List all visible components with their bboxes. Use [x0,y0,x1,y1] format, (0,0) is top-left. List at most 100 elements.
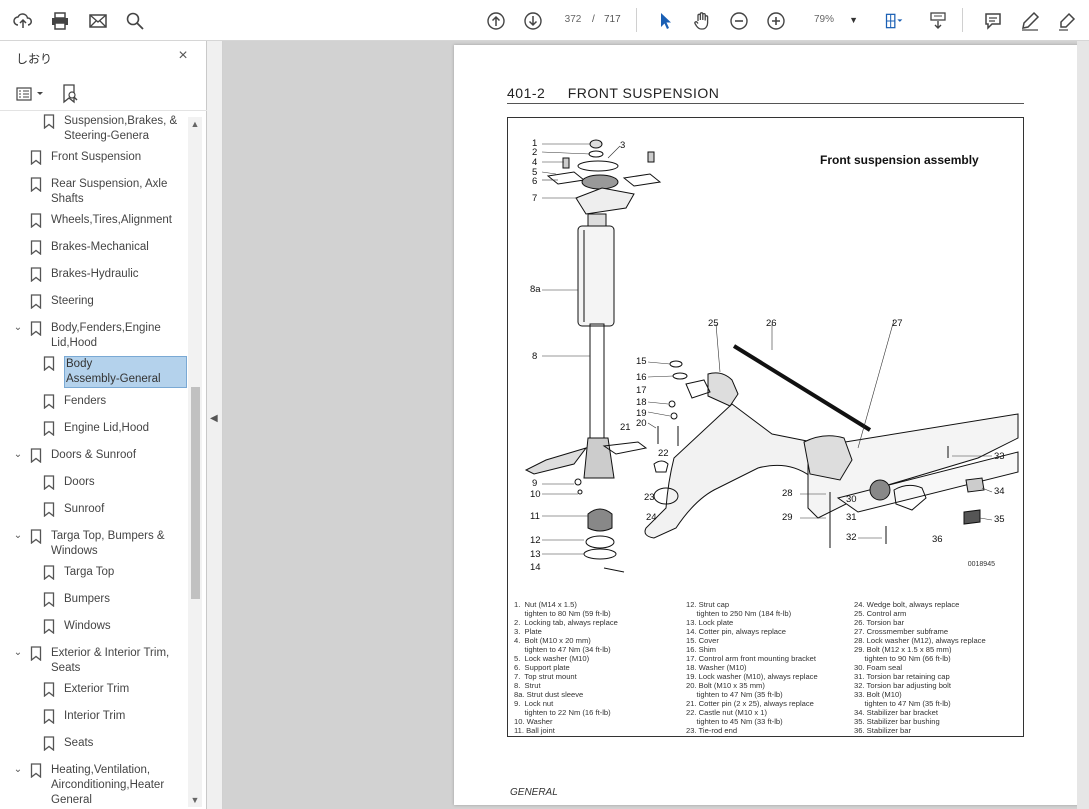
legend-item: 36. Stabilizer bar [854,726,911,735]
legend-item: 9. Lock nut [514,699,554,708]
bookmark-options-button[interactable] [16,83,46,105]
bookmark-label[interactable]: Fenders [64,395,107,407]
bookmark-label[interactable]: Brakes-Hydraulic [51,268,139,280]
callout-label: 23 [644,492,655,503]
print-icon[interactable] [47,8,73,34]
legend-item: 15. Cover [686,636,719,645]
chevron-down-icon[interactable]: ⌄ [13,530,23,541]
callout-label: 12 [530,535,541,546]
suspension-diagram [524,139,1019,573]
bookmark-label[interactable]: Body Assembly-General [64,356,187,388]
bookmark-label[interactable]: Doors [64,476,95,488]
scroll-mode-icon[interactable] [925,8,951,34]
bookmark-label[interactable]: Seats [64,737,94,749]
bookmark-label[interactable]: Wheels,Tires,Alignment [51,214,173,226]
panel-splitter[interactable]: ◀ [207,41,223,809]
bookmark-label[interactable]: Steering [51,295,94,307]
bookmark-label[interactable]: Heating,Ventilation, Airconditioning,Hea… [51,764,165,803]
chevron-down-icon[interactable]: ⌄ [13,647,23,658]
document-scrollbar[interactable] [1077,41,1089,809]
bookmark-label[interactable]: Targa Top [64,566,115,578]
bookmark-label[interactable]: Body,Fenders,Engine Lid,Hood [51,322,161,349]
legend-item: 17. Control arm front mounting bracket [686,654,816,663]
document-viewport[interactable]: 401-2 FRONT SUSPENSION [223,41,1089,809]
bookmark-label[interactable]: Doors & Sunroof [51,449,137,461]
bookmark-icon [43,709,55,725]
callout-label: 18 [636,397,647,408]
pdf-page: 401-2 FRONT SUSPENSION [454,45,1086,805]
callout-label: 6 [532,176,538,187]
highlighter-icon[interactable] [1054,8,1080,34]
bookmark-label[interactable]: Exterior & Interior Trim, Seats [51,647,170,674]
legend-item: 35. Stabilizer bar bushing [854,717,940,726]
legend-item: 8a. Strut dust sleeve [514,690,584,699]
bookmark-icon [30,213,42,229]
bookmark-search-icon [63,84,78,104]
mail-icon[interactable] [85,8,111,34]
legend-item: tighten to 90 Nm (66 ft-lb) [854,654,951,663]
bookmark-label[interactable]: Suspension,Brakes, & Steering-Genera [64,115,178,142]
pen-icon[interactable] [1017,8,1043,34]
bookmark-label[interactable]: Targa Top, Bumpers & Windows [51,530,165,557]
bookmarks-panel-title: しおり [16,52,53,66]
callout-label: 5 [532,167,538,178]
scrollbar-thumb[interactable] [191,387,200,599]
page-down-icon[interactable] [520,8,546,34]
select-cursor-icon[interactable] [652,8,678,34]
page-up-icon[interactable] [483,8,509,34]
comment-icon[interactable] [980,8,1006,34]
bookmarks-toolbar [0,75,207,111]
bookmark-icon [43,502,55,518]
bookmark-icon [43,356,55,372]
zoom-out-icon[interactable] [726,8,752,34]
zoom-in-icon[interactable] [763,8,789,34]
fit-page-icon[interactable] [878,8,910,34]
bookmark-label[interactable]: Exterior Trim [64,683,130,695]
upload-icon[interactable] [10,8,36,34]
chevron-down-icon[interactable]: ⌄ [13,449,23,460]
zoom-level-select[interactable]: 79% ▼ [806,10,862,30]
close-icon[interactable]: × [178,47,188,64]
main-toolbar: 372 / 717 79% ▼ [0,0,1089,41]
bookmark-label[interactable]: Windows [64,620,111,632]
legend-item: 31. Torsion bar retaining cap [854,672,950,681]
legend-column-1: 1. Nut (M14 x 1.5) tighten to 80 Nm (59 … [514,600,618,735]
legend-item: tighten to 22 Nm (16 ft-lb) [514,708,611,717]
callout-label: 11 [530,511,540,522]
bookmark-icon [43,736,55,752]
bookmark-label[interactable]: Brakes-Mechanical [51,241,149,253]
legend-item: 12. Strut cap [686,600,730,609]
bookmark-label[interactable]: Sunroof [64,503,105,515]
bookmark-label[interactable]: Rear Suspension, Axle Shafts [51,178,168,205]
search-icon[interactable] [122,8,148,34]
bookmark-icon [30,529,42,545]
legend-item: 20. Bolt (M10 x 35 mm) [686,681,765,690]
bookmark-icon [43,619,55,635]
legend-item: 19. Lock washer (M10), always replace [686,672,818,681]
bookmarks-panel: しおり × Suspension,Brakes, & Steering-Gene… [0,41,207,809]
callout-label: 10 [530,489,541,500]
bookmark-label[interactable]: Engine Lid,Hood [64,422,150,434]
page-header: 401-2 FRONT SUSPENSION [507,85,719,101]
bookmark-label[interactable]: Bumpers [64,593,111,605]
legend-item: 32. Torsion bar adjusting bolt [854,681,951,690]
find-bookmark-button[interactable] [62,83,80,105]
bookmark-label[interactable]: Interior Trim [64,710,126,722]
figure-title: Front suspension assembly [820,153,979,167]
legend-item: 4. Bolt (M10 x 20 mm) [514,636,591,645]
scroll-down-icon[interactable]: ▼ [190,795,200,805]
page-number-input[interactable]: 372 [564,14,582,25]
legend-item: 8. Strut [514,681,541,690]
collapse-panel-icon[interactable]: ◀ [210,413,218,424]
header-rule [507,103,1024,104]
legend-item: 34. Stabilizer bar bracket [854,708,938,717]
callout-label: 34 [994,486,1005,497]
bookmark-icon [43,592,55,608]
bookmarks-scrollbar[interactable]: ▲ ▼ [188,117,202,807]
chevron-down-icon[interactable]: ⌄ [13,322,23,333]
hand-icon[interactable] [689,8,715,34]
chevron-down-icon[interactable]: ⌄ [13,764,23,775]
bookmark-label[interactable]: Front Suspension [51,151,142,163]
scroll-up-icon[interactable]: ▲ [190,119,200,129]
